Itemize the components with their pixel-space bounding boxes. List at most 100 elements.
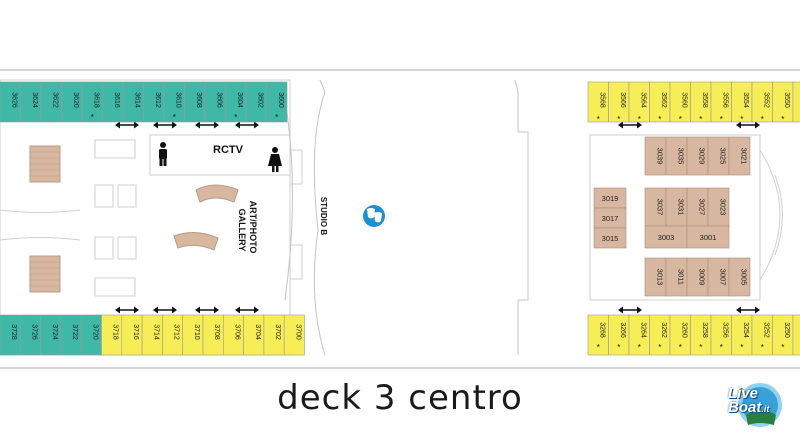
cabin-asterisk: * xyxy=(720,343,723,352)
cabin-asterisk: * xyxy=(658,343,661,352)
cabin-asterisk: * xyxy=(781,115,784,124)
arrow-head-right xyxy=(755,121,760,129)
cabin-label: 3556 xyxy=(721,92,728,108)
arrow-head-right xyxy=(637,121,642,129)
room-label: 3003 xyxy=(658,233,675,242)
arrow-head-left xyxy=(736,306,741,314)
studio-label: STUDIO B xyxy=(319,197,328,235)
elevator-lobby xyxy=(0,139,303,297)
cabin-label: 3626 xyxy=(10,92,17,108)
room-label: 3029 xyxy=(698,148,707,165)
cabin-label: 3262 xyxy=(660,322,667,338)
arrow-head-left xyxy=(618,306,623,314)
room-3021 xyxy=(728,136,751,176)
arrow-head-left xyxy=(618,121,623,129)
cabin-asterisk: * xyxy=(658,115,661,124)
cabin-label: 3620 xyxy=(72,92,79,108)
cabin-label: 3618 xyxy=(92,92,99,108)
cabin-label: 3616 xyxy=(113,92,120,108)
cabin-label: 3716 xyxy=(132,324,139,340)
logo-text: Live Boat.it xyxy=(728,385,770,416)
arrow-head-right xyxy=(172,306,177,314)
cabin-asterisk: * xyxy=(617,343,620,352)
room-label: 3037 xyxy=(656,199,665,216)
rctv-block xyxy=(149,134,291,176)
cabin-asterisk: * xyxy=(699,115,702,124)
cabin-3700 xyxy=(283,314,305,356)
room-label: 3025 xyxy=(719,148,728,165)
cabin-label: 3612 xyxy=(154,92,161,108)
cabin-label: 3558 xyxy=(701,92,708,108)
cabin-3600 xyxy=(266,81,288,123)
cabin-asterisk: * xyxy=(234,113,237,122)
cabin-asterisk: * xyxy=(720,115,723,124)
room-3015 xyxy=(593,227,627,249)
logo-badge-icon xyxy=(738,383,782,427)
arrow-head-left xyxy=(195,121,200,129)
arrow-head-right xyxy=(637,306,642,314)
cabin-label: 3256 xyxy=(721,322,728,338)
cabin-asterisk: * xyxy=(91,113,94,122)
room-3001 xyxy=(686,225,730,249)
man-restroom-icon xyxy=(159,142,167,166)
right-zone-outline xyxy=(589,134,783,301)
arrow-head-left xyxy=(115,306,120,314)
cabin-label: 3600 xyxy=(277,92,284,108)
cabin-label: 3726 xyxy=(30,324,37,340)
cabin-asterisk: * xyxy=(597,115,600,124)
room-label: 3019 xyxy=(602,194,619,203)
cabin-label: 3252 xyxy=(762,322,769,338)
studio-outline xyxy=(284,79,529,356)
cabin-label: 3700 xyxy=(294,324,301,340)
woman-restroom-icon xyxy=(268,147,282,172)
room-label: 3009 xyxy=(698,269,707,286)
cabin-asterisk: * xyxy=(740,343,743,352)
cabin-label: 3608 xyxy=(195,92,202,108)
cabin-label: 3550 xyxy=(783,92,790,108)
room-3005 xyxy=(728,257,751,297)
livebeat-logo: Live Boat.it xyxy=(716,375,796,433)
cabin-asterisk: * xyxy=(740,115,743,124)
cabin-label: 3604 xyxy=(236,92,243,108)
cabin-asterisk: * xyxy=(597,343,600,352)
cabin-asterisk: * xyxy=(679,343,682,352)
room-label: 3031 xyxy=(677,199,686,216)
cabin-label: 3566 xyxy=(619,92,626,108)
gallery-stairs xyxy=(173,184,239,251)
cabin-label: 3552 xyxy=(762,92,769,108)
cabin-asterisk: * xyxy=(761,343,764,352)
room-label: 3027 xyxy=(698,199,707,216)
arrow-head-right xyxy=(254,121,259,129)
cabin-label: 3268 xyxy=(598,322,605,338)
cabin-label: 3714 xyxy=(152,324,159,340)
gallery-label-2: GALLERY xyxy=(237,209,247,252)
cabin-label: 3606 xyxy=(215,92,222,108)
cabin-label: 3708 xyxy=(213,324,220,340)
arrow-head-right xyxy=(134,306,139,314)
cabin-label: 3258 xyxy=(701,322,708,338)
room-label: 3021 xyxy=(740,148,749,165)
gallery-label-1: ART/PHOTO xyxy=(248,201,258,254)
room-label: 3015 xyxy=(602,234,619,243)
cabin-label: 3722 xyxy=(71,324,78,340)
room-label: 3007 xyxy=(719,269,728,286)
cabin-label: 3260 xyxy=(680,322,687,338)
cabin-label: 3704 xyxy=(254,324,261,340)
room-label: 3011 xyxy=(677,269,686,285)
arrow-head-left xyxy=(153,121,158,129)
room-label: 3039 xyxy=(656,148,665,165)
cabin-label: 3702 xyxy=(274,324,281,340)
room-label: 3013 xyxy=(656,269,665,286)
cabin-label: 3718 xyxy=(112,324,119,340)
cabin-asterisk: * xyxy=(781,343,784,352)
cabin-3248 xyxy=(792,314,800,356)
cabin-label: 3622 xyxy=(51,92,58,108)
arrow-head-left xyxy=(195,306,200,314)
cabin-label: 3250 xyxy=(783,322,790,338)
arrow-head-left xyxy=(235,121,240,129)
cabin-label: 3614 xyxy=(133,92,140,108)
cabin-3548 xyxy=(792,81,800,123)
